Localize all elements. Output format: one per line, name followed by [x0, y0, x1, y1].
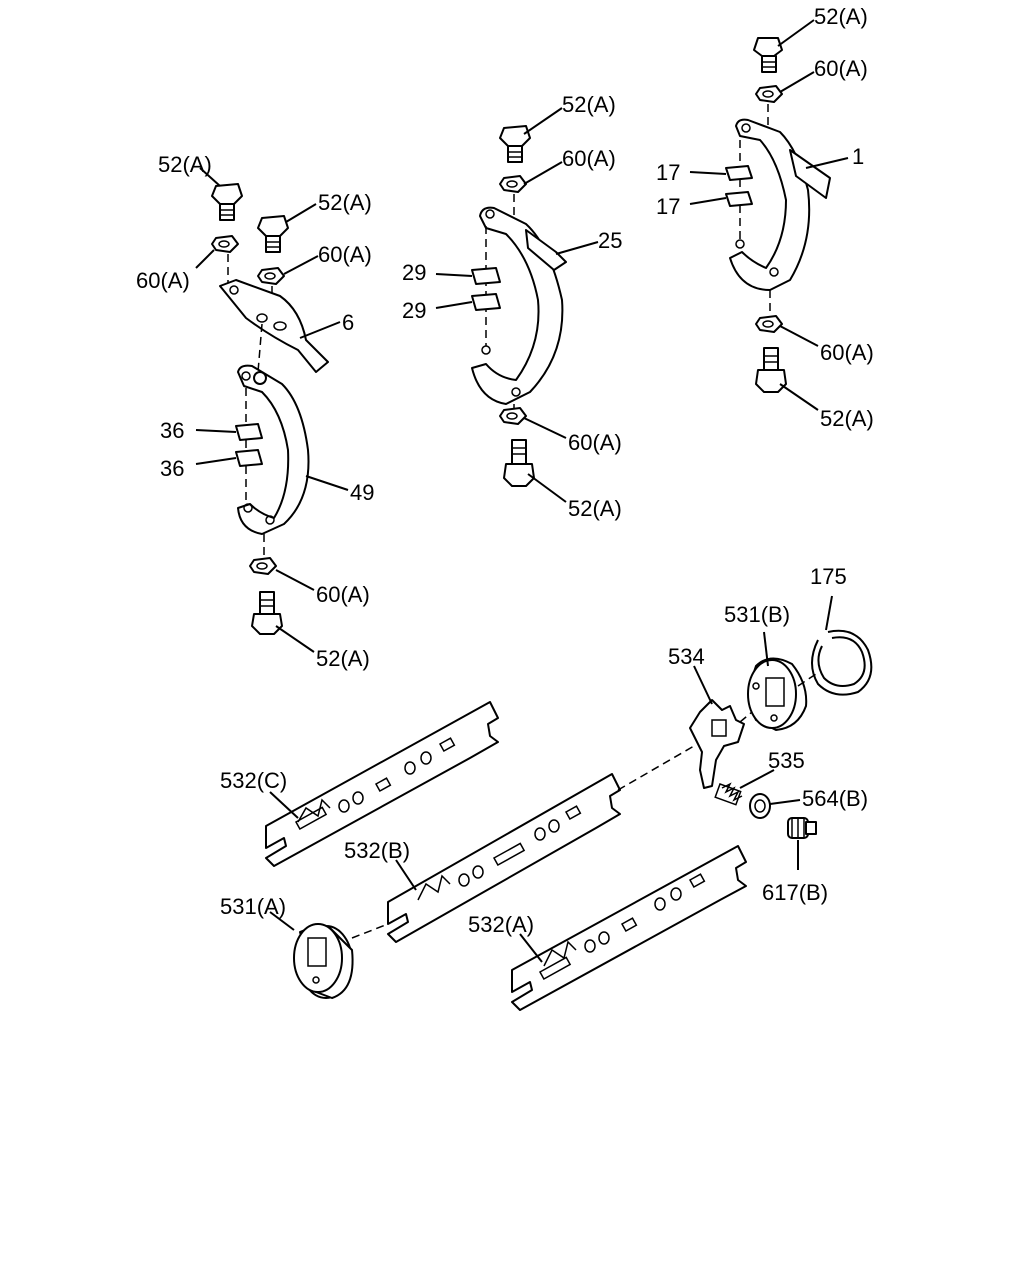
label-washer: 564(B) — [802, 786, 868, 811]
top-right-assembly: 52(A) 60(A) 1 17 17 60(A) 52(A) — [656, 4, 874, 431]
label-bolt-bottom: 52(A) — [316, 646, 370, 671]
label-washer-bottom: 60(A) — [820, 340, 874, 365]
middle-assembly: 52(A) 60(A) 25 29 29 60(A) 52(A) — [402, 92, 622, 521]
washer-icon — [499, 407, 527, 425]
shift-rail-icon — [387, 773, 621, 943]
label-pad-lower: 36 — [160, 456, 184, 481]
label-snap-ring: 175 — [810, 564, 847, 589]
pad-icon — [471, 293, 501, 311]
label-washer-top: 60(A) — [562, 146, 616, 171]
shift-rail-icon — [511, 845, 747, 1011]
washer-icon — [755, 315, 783, 333]
left-assembly: 52(A) 52(A) 60(A) 60(A) 6 36 36 49 60(A)… — [136, 152, 374, 671]
label-washer-a: 60(A) — [136, 268, 190, 293]
label-lever: 534 — [668, 644, 705, 669]
bolt-icon — [211, 183, 243, 221]
bolt-icon — [499, 125, 531, 163]
bolt-icon — [753, 37, 783, 73]
washer-icon — [257, 267, 285, 285]
label-bolt-top: 52(A) — [814, 4, 868, 29]
label-plate: 6 — [342, 310, 354, 335]
pad-icon — [235, 423, 263, 441]
washer-icon — [749, 793, 771, 819]
bolt-icon — [251, 591, 283, 635]
bolt-icon — [503, 439, 535, 487]
label-rail-c: 532(C) — [220, 768, 287, 793]
washer-icon — [499, 175, 527, 193]
washer-icon — [211, 235, 239, 253]
disc-icon — [747, 657, 808, 731]
washer-icon — [755, 85, 783, 103]
label-disc-b: 531(B) — [724, 602, 790, 627]
label-pad-upper: 36 — [160, 418, 184, 443]
label-pad-lower: 29 — [402, 298, 426, 323]
pad-icon — [235, 449, 263, 467]
pad-icon — [471, 267, 501, 285]
label-bracket: 25 — [598, 228, 622, 253]
label-pad-upper: 17 — [656, 160, 680, 185]
label-bolt-top: 52(A) — [562, 92, 616, 117]
bolt-icon — [755, 347, 787, 393]
lever-icon — [689, 699, 745, 789]
shift-rail-icon — [265, 701, 499, 867]
pad-icon — [725, 165, 753, 181]
label-washer-bottom: 60(A) — [568, 430, 622, 455]
label-washer-bottom: 60(A) — [316, 582, 370, 607]
label-rail-b: 532(B) — [344, 838, 410, 863]
bracket-icon — [237, 364, 310, 535]
label-switch: 617(B) — [762, 880, 828, 905]
spring-icon — [714, 782, 743, 806]
label-bolt-bottom: 52(A) — [568, 496, 622, 521]
shift-rail-assembly: 532(C) 532(B) 531(A) 532(A) 534 531(B) 1… — [220, 564, 873, 1011]
label-bracket: 1 — [852, 144, 864, 169]
washer-icon — [249, 557, 277, 575]
plate-icon — [219, 279, 329, 373]
label-washer-b: 60(A) — [318, 242, 372, 267]
label-disc-a: 531(A) — [220, 894, 286, 919]
bracket-icon — [729, 118, 831, 291]
label-pad-upper: 29 — [402, 260, 426, 285]
label-pad-lower: 17 — [656, 194, 680, 219]
label-rail-a: 532(A) — [468, 912, 534, 937]
label-bracket: 49 — [350, 480, 374, 505]
snap-ring-icon — [811, 629, 873, 696]
pad-icon — [725, 191, 753, 207]
label-spring: 535 — [768, 748, 805, 773]
switch-icon — [787, 817, 817, 839]
bolt-icon — [257, 215, 289, 253]
label-washer-top: 60(A) — [814, 56, 868, 81]
label-bolt-a: 52(A) — [158, 152, 212, 177]
disc-icon — [293, 923, 354, 999]
label-bolt-bottom: 52(A) — [820, 406, 874, 431]
bracket-icon — [471, 206, 567, 405]
label-bolt-b: 52(A) — [318, 190, 372, 215]
